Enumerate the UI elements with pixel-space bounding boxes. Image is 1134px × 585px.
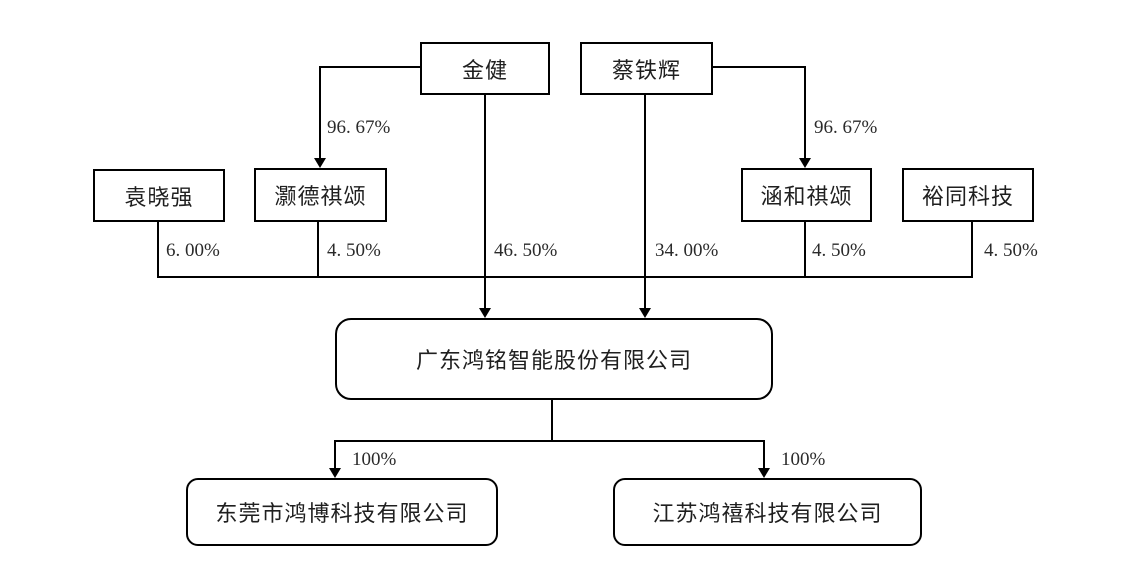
connector-subsidiary-right-vertical [763,440,765,470]
connector-yuan-bus [157,222,159,278]
pct-haodeqisong: 4. 50% [327,240,381,261]
connector-yutong-bus [971,222,973,278]
arrow-down-icon [479,308,491,318]
node-jinjian: 金健 [420,42,550,95]
node-subsidiary-left: 东莞市鸿博科技有限公司 [186,478,498,546]
connector-cai-hanhe-horizontal [713,66,806,68]
shareholder-bus-line [157,276,973,278]
pct-subsidiary-right: 100% [781,449,826,470]
pct-caitiehui-hanheqisong: 96. 67% [814,117,878,138]
pct-caitiehui: 34. 00% [655,240,719,261]
pct-subsidiary-left: 100% [352,449,397,470]
arrow-down-icon [758,468,770,478]
node-hanheqisong: 涵和祺颂 [741,168,872,222]
connector-company-down [551,400,553,442]
connector-cai-company [644,95,646,310]
node-caitiehui: 蔡铁辉 [580,42,713,95]
connector-cai-hanhe-vertical [804,66,806,160]
pct-yutongkeji: 4. 50% [984,240,1038,261]
pct-yuanxiaoqiang: 6. 00% [166,240,220,261]
pct-hanheqisong: 4. 50% [812,240,866,261]
connector-hanhe-bus [804,222,806,278]
connector-subsidiary-left-vertical [334,440,336,470]
connector-subsidiaries-horizontal [334,440,765,442]
connector-jinjian-haode-horizontal [319,66,420,68]
node-yutongkeji: 裕同科技 [902,168,1034,222]
node-subsidiary-right: 江苏鸿禧科技有限公司 [613,478,922,546]
arrow-down-icon [329,468,341,478]
connector-haode-bus [317,222,319,278]
arrow-down-icon [639,308,651,318]
pct-jinjian: 46. 50% [494,240,558,261]
pct-jinjian-haodeqisong: 96. 67% [327,117,391,138]
node-haodeqisong: 灏德祺颂 [254,168,387,222]
node-parent-company: 广东鸿铭智能股份有限公司 [335,318,773,400]
arrow-down-icon [799,158,811,168]
connector-jinjian-company [484,95,486,310]
node-yuanxiaoqiang: 袁晓强 [93,169,225,222]
arrow-down-icon [314,158,326,168]
connector-jinjian-haode-vertical [319,66,321,160]
